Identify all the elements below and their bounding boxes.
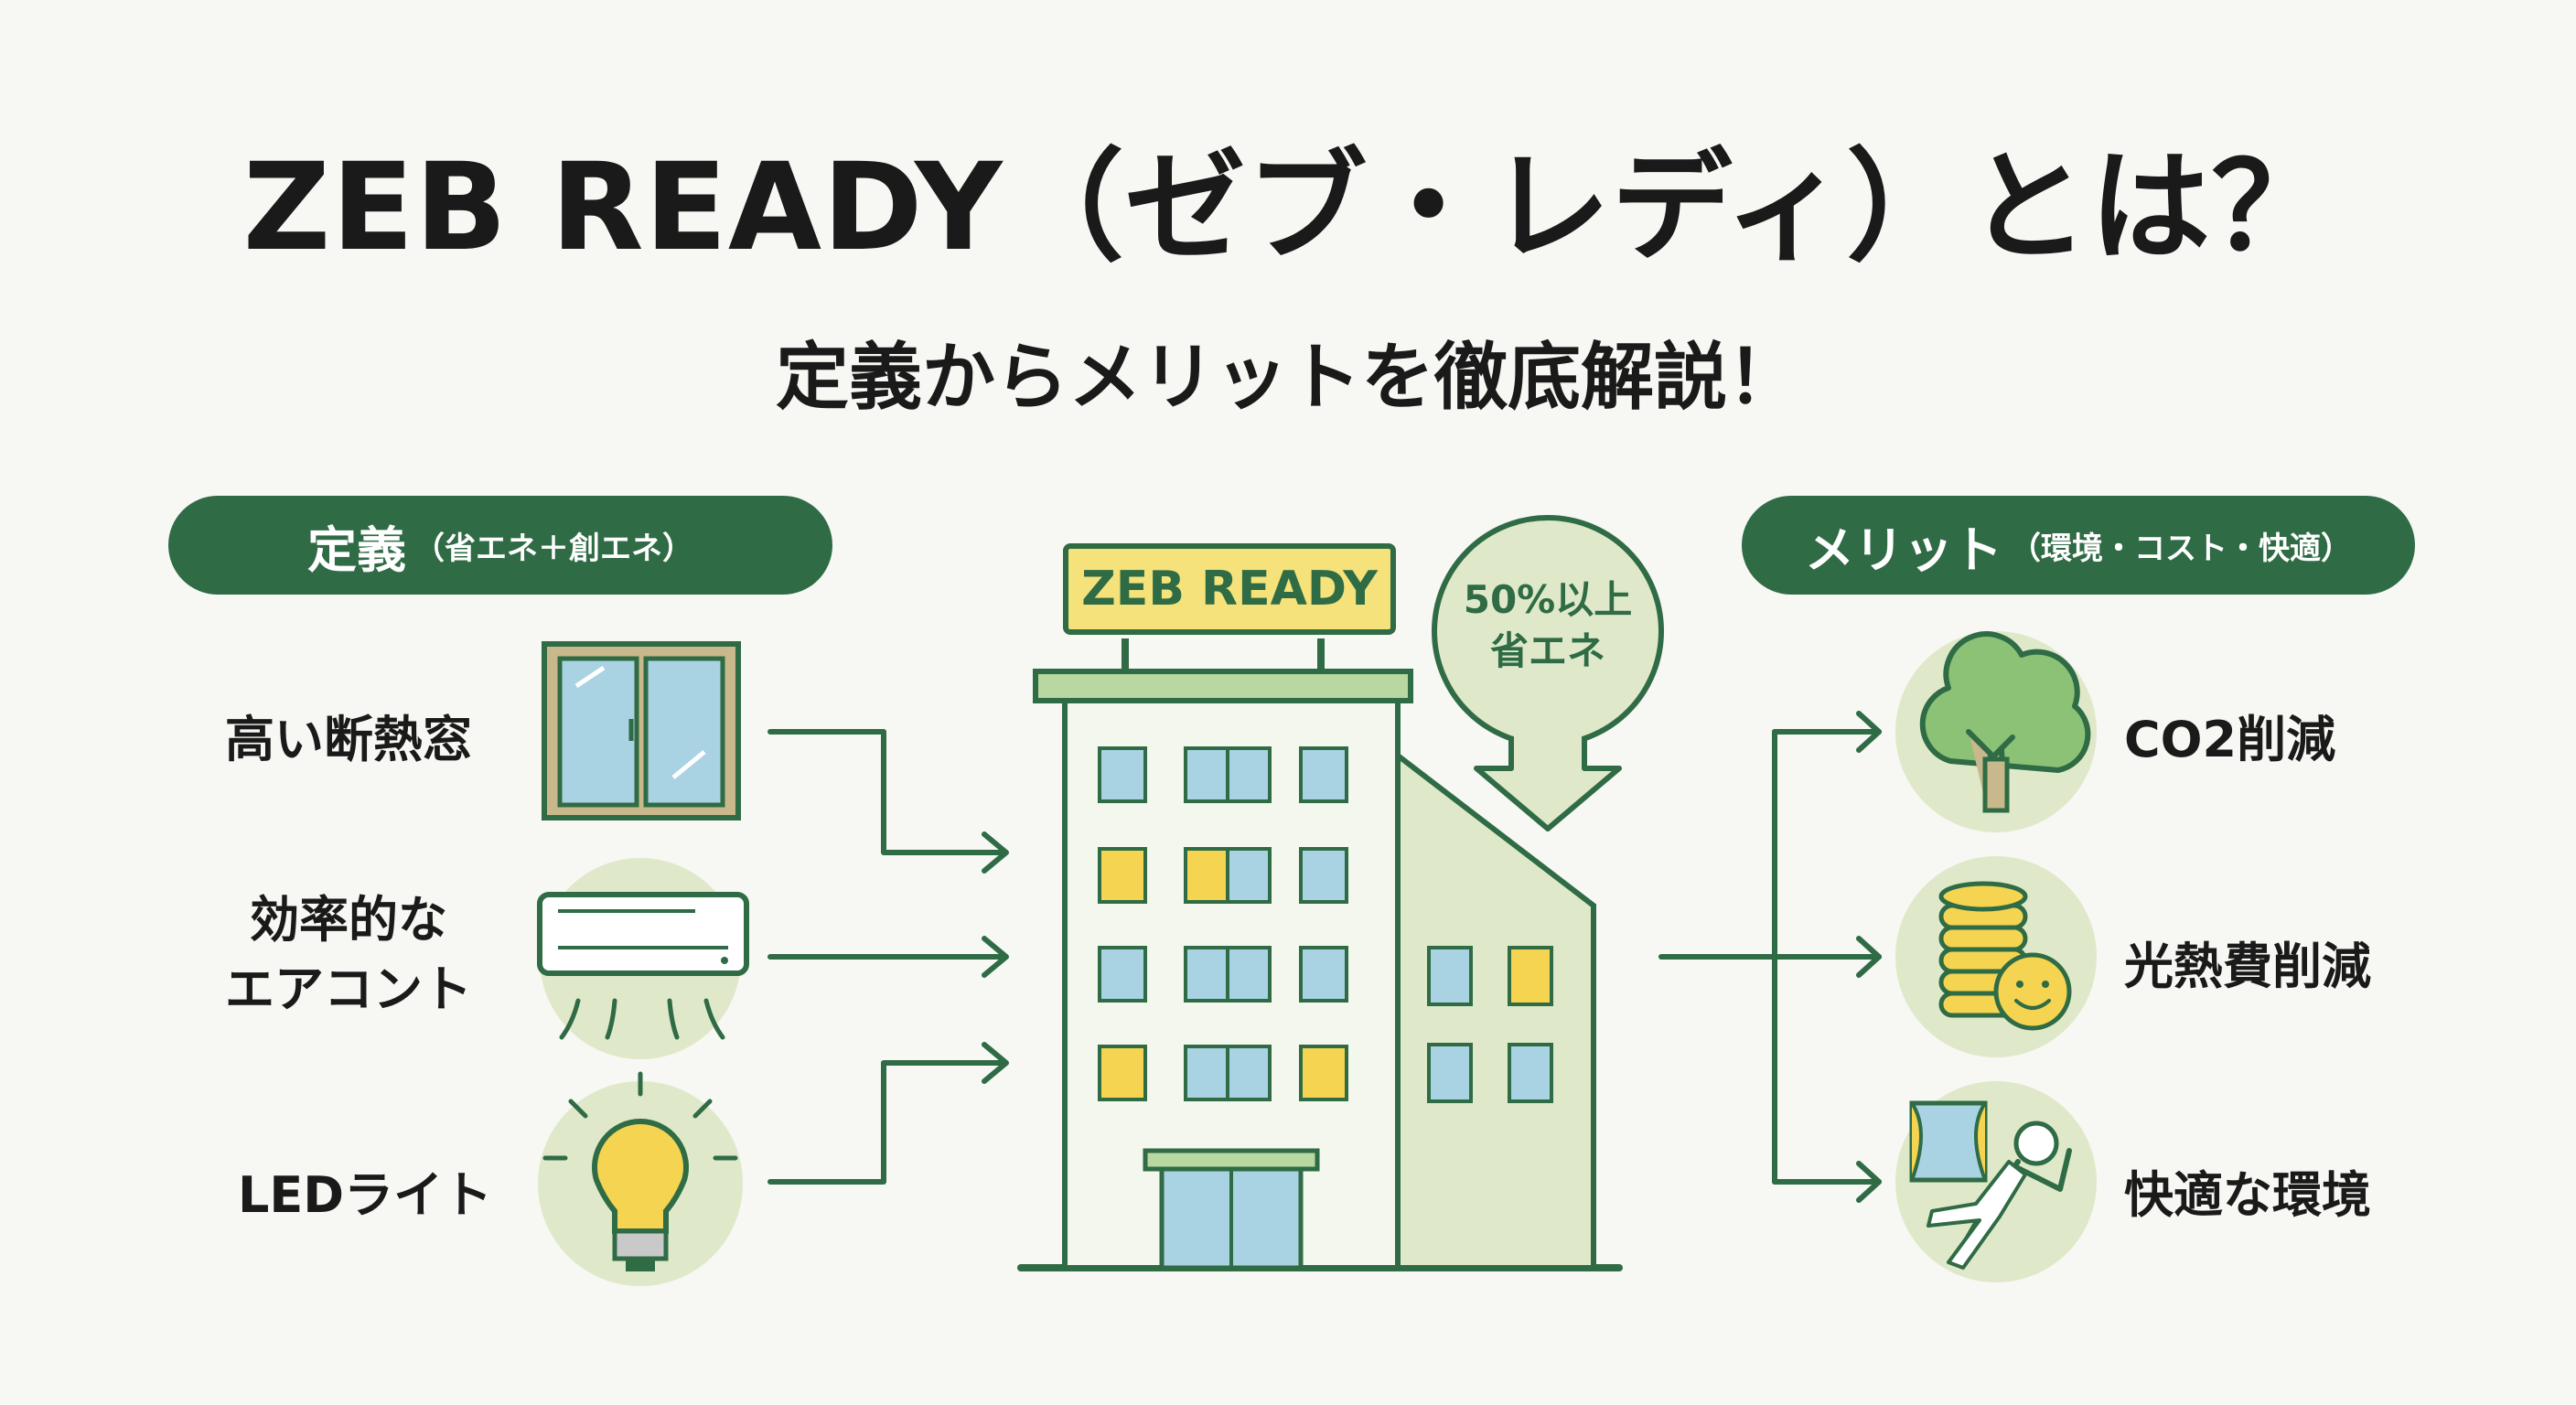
definition-item-led-label: LEDライト bbox=[238, 1166, 493, 1224]
definition-heading: 定義 bbox=[307, 520, 406, 579]
relaxing-person-icon bbox=[1895, 1081, 2097, 1282]
building-sign: ZEB READY bbox=[1063, 543, 1396, 635]
page-title: ZEB READY（ゼブ・レディ）とは？ bbox=[242, 137, 2334, 278]
definition-item-window-label: 高い断熱窓 bbox=[225, 711, 472, 768]
definition-header: 定義 （省エネ＋創エネ） bbox=[168, 496, 832, 595]
light-bulb-icon bbox=[538, 1071, 743, 1286]
savings-badge-line2: 省エネ bbox=[1489, 628, 1605, 673]
left-connectors bbox=[767, 729, 1009, 1185]
savings-badge bbox=[1432, 515, 1664, 831]
page-subtitle: 定義からメリットを徹底解説！ bbox=[776, 335, 1800, 420]
merit-item-energy-cost-label: 光熱費削減 bbox=[2124, 938, 2371, 995]
air-conditioner-icon bbox=[537, 858, 749, 1059]
aircon-label-line1: 効率的な bbox=[250, 891, 447, 949]
merits-heading-note: （環境・コスト・快適） bbox=[2010, 530, 2352, 567]
aircon-label-line2: エアコント bbox=[225, 960, 472, 1018]
savings-badge-line1: 50%以上 bbox=[1463, 577, 1633, 622]
savings-badge-text: 50%以上 省エネ bbox=[1429, 574, 1667, 677]
window-icon bbox=[542, 641, 741, 820]
merits-heading: メリット bbox=[1805, 520, 2002, 579]
right-connectors bbox=[1658, 711, 1882, 1203]
merit-item-comfort-label: 快適な環境 bbox=[2124, 1166, 2371, 1224]
building-illustration bbox=[1017, 638, 1623, 1271]
definition-heading-note: （省エネ＋創エネ） bbox=[413, 530, 693, 567]
merit-item-co2-label: CO2削減 bbox=[2124, 711, 2336, 768]
definition-item-aircon-label: 効率的な エアコント bbox=[225, 885, 472, 1024]
tree-icon bbox=[1895, 631, 2097, 832]
merits-header: メリット （環境・コスト・快適） bbox=[1742, 496, 2415, 595]
coins-smile-icon bbox=[1895, 856, 2097, 1057]
